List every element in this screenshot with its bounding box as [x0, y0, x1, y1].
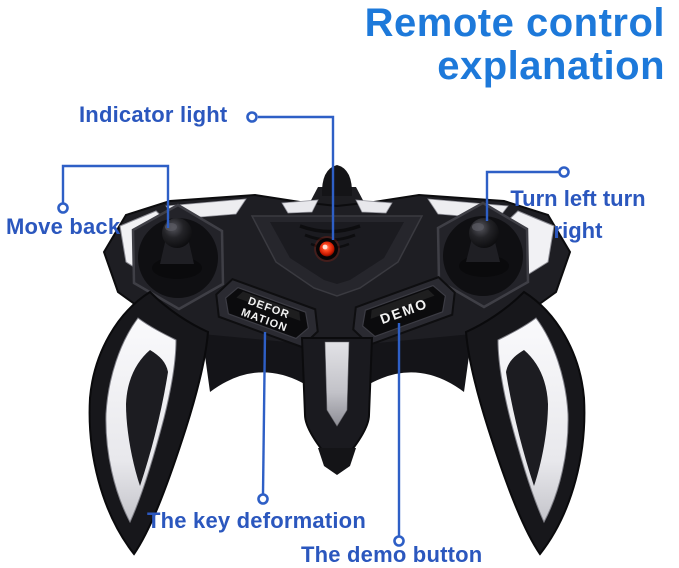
callout-line-move-back: [61, 164, 170, 228]
callout-dots: [57, 111, 570, 547]
callout-line-key-deformation: [261, 331, 267, 495]
right-bridge: [366, 334, 472, 392]
callout-dot-move-back: [57, 202, 69, 214]
callout-dot-indicator-light: [246, 111, 258, 123]
page-title-line2: explanation: [437, 44, 665, 89]
left-stick-ball: [162, 218, 192, 248]
label-turn-line2: right: [553, 217, 603, 243]
right-joystick: [436, 201, 530, 309]
demo-button: DEMO: [352, 276, 456, 346]
callout-lines: [61, 115, 559, 536]
remote-controller: DEFOR MATION DEMO: [88, 165, 586, 556]
label-key-deformation: The key deformation: [147, 508, 366, 533]
callout-dot-demo: [393, 535, 405, 547]
label-turn-left-right: Turn left turn right: [496, 183, 660, 247]
left-grip: [88, 290, 210, 556]
antenna-nub: [308, 165, 366, 206]
center-column: [300, 337, 374, 475]
label-turn-line1: Turn left turn: [510, 186, 646, 211]
label-move-back: Move back: [6, 214, 121, 239]
callout-line-turn: [485, 170, 559, 221]
label-demo-button: The demo button: [301, 542, 483, 567]
page-title-line1: Remote control: [364, 1, 665, 45]
callout-dot-turn: [558, 166, 570, 178]
indicator-led: [314, 236, 340, 262]
right-grip: [464, 290, 586, 556]
page-title: Remote control explanation: [364, 1, 665, 89]
left-joystick: [131, 203, 225, 311]
right-stick-ball: [469, 218, 499, 248]
center-face-panel: [250, 215, 424, 297]
label-indicator-light: Indicator light: [79, 102, 228, 127]
callout-dot-key-deformation: [257, 493, 269, 505]
callout-line-indicator-light: [258, 115, 335, 240]
left-bridge: [202, 334, 308, 392]
